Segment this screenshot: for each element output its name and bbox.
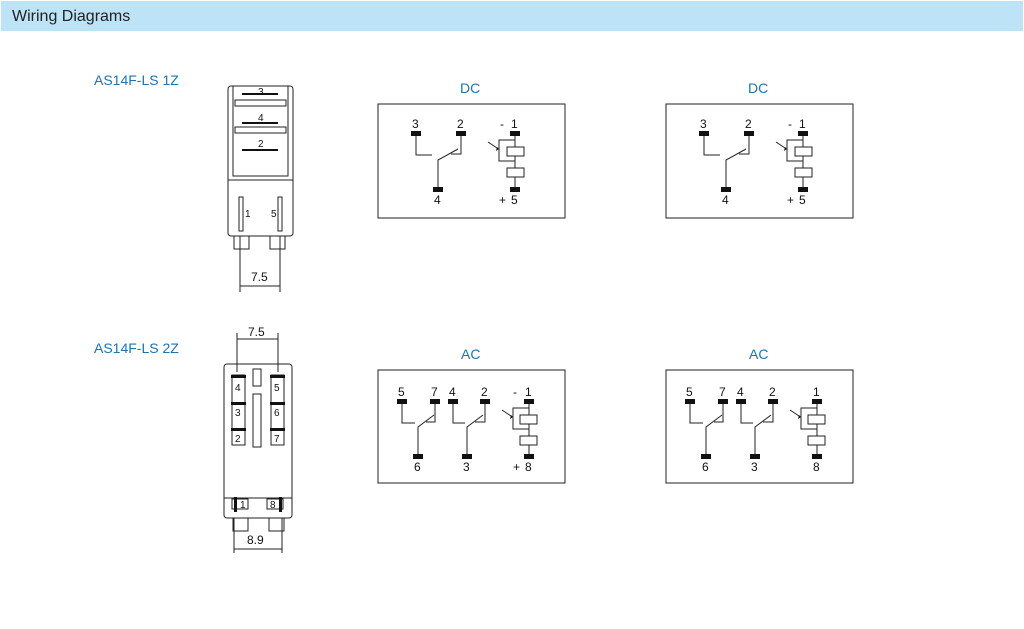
diagram-title: DC <box>748 80 768 96</box>
terminal-label: 1 <box>799 117 806 131</box>
pin-label: 1 <box>245 209 251 220</box>
terminal-label: 4 <box>722 193 729 207</box>
pin-label: 3 <box>258 87 264 98</box>
polarity-label: - <box>788 117 792 131</box>
terminal-label: 7 <box>719 385 726 399</box>
diagram-title: DC <box>460 80 480 96</box>
ac-wiring-diagram: AC 5 7 4 2 6 3 1 8 <box>665 346 854 484</box>
relay-1z-drawing: 3 4 2 1 5 7.5 <box>227 85 294 292</box>
pin-label: 3 <box>235 408 241 419</box>
dimension-label: 7.5 <box>251 270 268 284</box>
terminal-label: 5 <box>686 385 693 399</box>
ac-wiring-diagram: AC 5 7 4 2 6 3 - 1 + 8 <box>377 346 566 484</box>
terminal-label: 5 <box>398 385 405 399</box>
dimension-label: 7.5 <box>248 325 265 339</box>
pin-label: 1 <box>240 500 246 511</box>
polarity-label: + <box>513 460 520 474</box>
polarity-label: + <box>499 193 506 207</box>
terminal-label: 3 <box>463 460 470 474</box>
terminal-label: 4 <box>449 385 456 399</box>
pin-label: 2 <box>235 434 241 445</box>
pin-label: 6 <box>274 408 280 419</box>
terminal-label: 6 <box>414 460 421 474</box>
terminal-label: 7 <box>431 385 438 399</box>
model-name-1z: AS14F-LS 1Z <box>94 72 179 88</box>
terminal-label: 2 <box>769 385 776 399</box>
relay-2z-drawing: 7.5 4 3 2 5 6 7 1 8 8.9 <box>223 325 293 553</box>
dc-wiring-diagram: DC 3 2 4 - 1 + 5 <box>377 80 566 219</box>
section-title: Wiring Diagrams <box>12 8 131 25</box>
terminal-label: 1 <box>525 385 532 399</box>
terminal-label: 5 <box>799 193 806 207</box>
terminal-label: 8 <box>525 460 532 474</box>
polarity-label: - <box>513 385 517 399</box>
terminal-label: 2 <box>481 385 488 399</box>
pin-label: 5 <box>274 383 280 394</box>
terminal-label: 5 <box>511 193 518 207</box>
polarity-label: - <box>500 117 504 131</box>
model-name-2z: AS14F-LS 2Z <box>94 340 179 356</box>
pin-label: 5 <box>271 209 277 220</box>
terminal-label: 8 <box>813 460 820 474</box>
pin-label: 8 <box>270 500 276 511</box>
terminal-label: 2 <box>457 117 464 131</box>
diagram-title: AC <box>749 346 768 362</box>
terminal-label: 4 <box>434 193 441 207</box>
terminal-label: 2 <box>745 117 752 131</box>
terminal-label: 3 <box>412 117 419 131</box>
terminal-label: 3 <box>751 460 758 474</box>
dc-wiring-diagram: DC 3 2 4 - 1 + 5 <box>665 80 854 219</box>
terminal-label: 1 <box>813 385 820 399</box>
pin-label: 4 <box>258 113 264 124</box>
diagram-title: AC <box>461 346 480 362</box>
section-header: Wiring Diagrams <box>1 1 1023 31</box>
terminal-label: 6 <box>702 460 709 474</box>
pin-label: 4 <box>235 383 241 394</box>
terminal-label: 3 <box>700 117 707 131</box>
terminal-label: 4 <box>737 385 744 399</box>
pin-label: 2 <box>258 139 264 150</box>
pin-label: 7 <box>274 434 280 445</box>
terminal-label: 1 <box>511 117 518 131</box>
dimension-label: 8.9 <box>247 533 264 547</box>
polarity-label: + <box>787 193 794 207</box>
